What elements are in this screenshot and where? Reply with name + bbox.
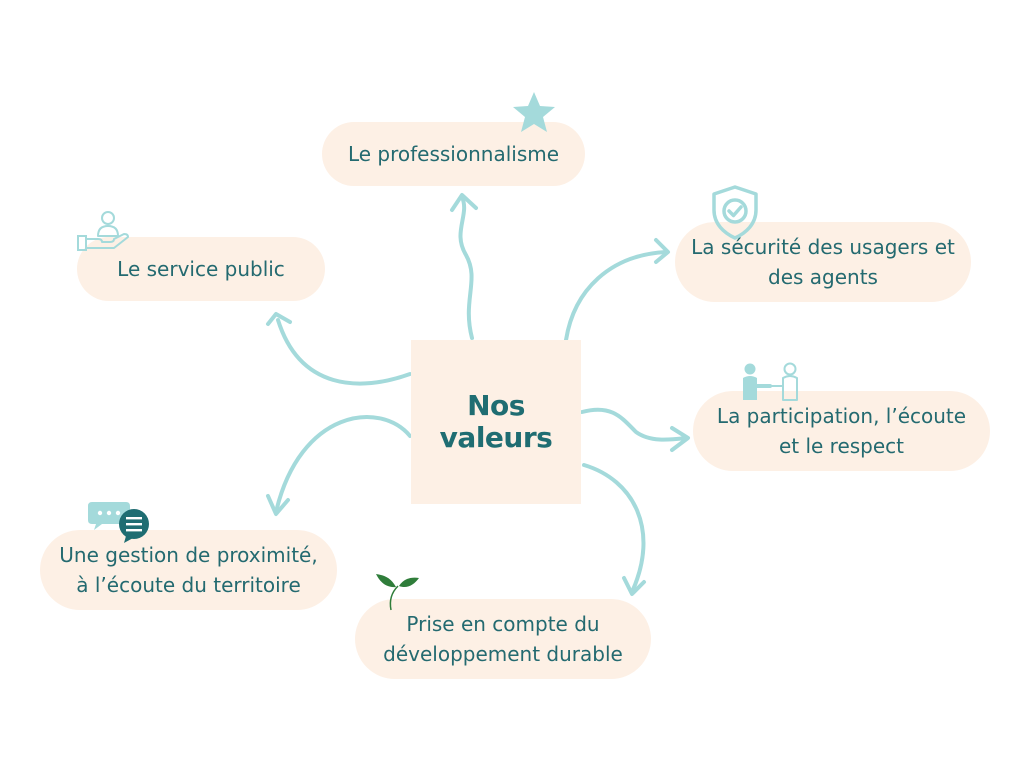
star-icon — [510, 90, 558, 134]
arrow-durable — [582, 463, 646, 594]
value-label: La sécurité des usagers et des agents — [691, 235, 955, 289]
value-professionnalisme: Le professionnalisme — [322, 122, 585, 186]
arrowhead-service — [266, 312, 292, 326]
value-durable: Prise en compte du développement durable — [355, 599, 651, 679]
value-label: Le service public — [117, 257, 285, 281]
value-service: Le service public — [77, 237, 325, 301]
arrow-gestion — [274, 415, 412, 514]
arrowhead-durable — [622, 576, 646, 596]
arrowhead-gestion — [266, 494, 290, 516]
sprout-icon — [374, 572, 422, 612]
handshake-icon — [738, 362, 802, 402]
arrow-professionnalisme — [458, 195, 474, 340]
hand-person-icon — [76, 210, 132, 254]
arrow-service — [276, 318, 412, 386]
speech-bubbles-icon — [86, 498, 152, 544]
arrow-securite — [564, 250, 668, 342]
value-label: Le professionnalisme — [347, 142, 560, 166]
value-participation: La participation, l’écoute et le respect — [693, 391, 990, 471]
arrowhead-professionnalisme — [450, 193, 478, 212]
center-title: Nos valeurs — [439, 389, 553, 454]
value-label: La participation, l’écoute et le respect — [716, 404, 967, 458]
shield-check-icon — [710, 184, 760, 240]
center-node: Nos valeurs — [411, 340, 581, 504]
value-gestion: Une gestion de proximité, à l’écoute du … — [40, 530, 337, 610]
arrowhead-securite — [654, 238, 670, 264]
arrowhead-participation — [670, 426, 690, 452]
value-label: Prise en compte du développement durable — [383, 612, 623, 666]
value-securite: La sécurité des usagers et des agents — [675, 222, 971, 302]
arrow-participation — [580, 407, 688, 442]
value-label: Une gestion de proximité, à l’écoute du … — [59, 543, 318, 597]
